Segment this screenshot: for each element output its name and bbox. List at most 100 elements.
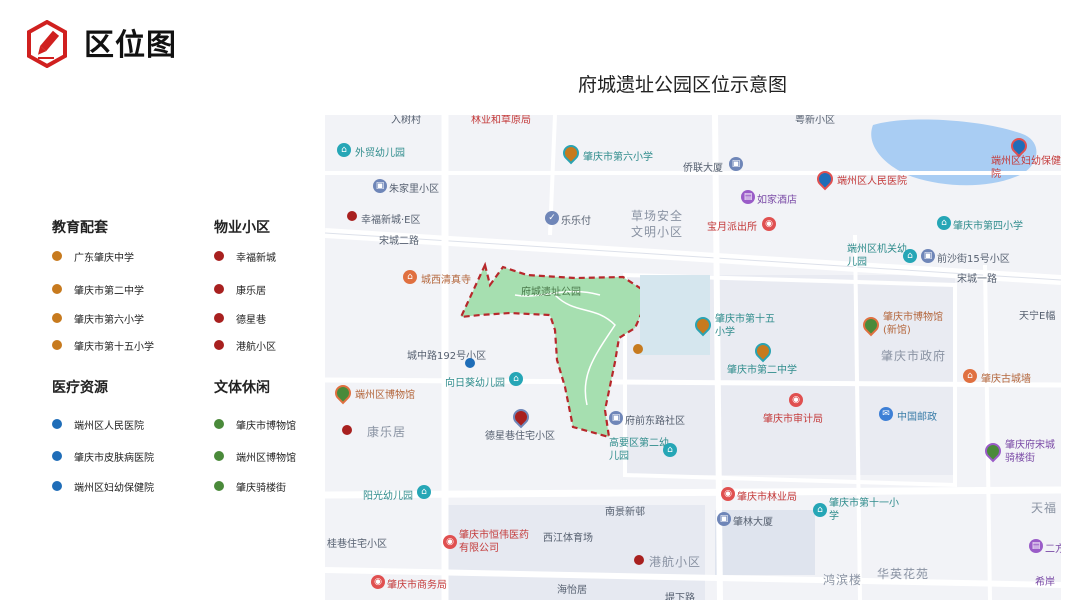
legend-dot bbox=[214, 251, 224, 261]
map-title: 府城遗址公园区位示意图 bbox=[578, 74, 788, 96]
legend: 教育配套 广东肇庆中学 肇庆市第二中学 肇庆市第六小学 肇庆市第十五小学 医疗资… bbox=[52, 215, 322, 505]
road-label: 堤下路 bbox=[665, 593, 695, 600]
road-label: 南景新邨 bbox=[605, 507, 645, 518]
legend-dot bbox=[214, 451, 224, 461]
poi-label[interactable]: 阳光幼儿园 bbox=[363, 491, 413, 502]
poi-label[interactable]: 外贸幼儿园 bbox=[355, 148, 405, 159]
property-marker bbox=[347, 211, 357, 221]
school-icon: ⌂ bbox=[813, 503, 827, 517]
legend-label: 幸福新城 bbox=[236, 252, 276, 264]
road bbox=[325, 486, 1061, 499]
area-label: 华英花苑 bbox=[877, 567, 930, 581]
hotel-icon: ▤ bbox=[741, 190, 755, 204]
poi-label[interactable]: 德星巷住宅小区 bbox=[485, 431, 555, 442]
road-label: 粤新小区 bbox=[795, 115, 835, 126]
poi-label[interactable]: 前沙街15号小区 bbox=[937, 254, 1010, 265]
legend-label: 肇庆市皮肤病医院 bbox=[74, 452, 154, 464]
legend-label: 端州区博物馆 bbox=[236, 452, 296, 464]
poi-label[interactable]: 二方 bbox=[1045, 544, 1061, 555]
area-label: 港航小区 bbox=[649, 555, 702, 569]
legend-label: 肇庆市第六小学 bbox=[74, 314, 144, 326]
legend-item: 肇庆市皮肤病医院 bbox=[52, 449, 154, 464]
park-boundary bbox=[459, 261, 645, 439]
legend-label: 肇庆市第二中学 bbox=[74, 285, 144, 297]
poi-label[interactable]: 肇庆市审计局 bbox=[763, 414, 823, 425]
poi-label[interactable]: 高要区第二幼儿园 bbox=[609, 438, 669, 462]
legend-dot bbox=[52, 313, 62, 323]
temple-icon: ⌂ bbox=[403, 270, 417, 284]
legend-label: 肇庆市第十五小学 bbox=[74, 341, 154, 353]
poi-label[interactable]: 端州区人民医院 bbox=[837, 176, 907, 187]
poi-label[interactable]: 肇庆府宋城骑楼街 bbox=[1005, 440, 1055, 464]
education-marker bbox=[633, 344, 643, 354]
road-label: 城中路192号小区 bbox=[407, 351, 487, 362]
poi-label[interactable]: 朱家里小区 bbox=[389, 184, 439, 195]
park-area bbox=[461, 265, 643, 437]
legend-item: 幸福新城 bbox=[214, 249, 276, 264]
pharma-icon: ◉ bbox=[443, 535, 457, 549]
area-label: 幸福新城·E区 bbox=[361, 215, 421, 226]
poi-label[interactable]: 肇庆市商务局 bbox=[387, 580, 447, 591]
pencil-hexagon-icon bbox=[27, 20, 67, 68]
legend-item: 端州区人民医院 bbox=[52, 417, 144, 432]
road bbox=[853, 234, 862, 600]
area-label: 西江体育场 bbox=[543, 533, 593, 544]
poi-label[interactable]: 肇庆市第十五小学 bbox=[715, 314, 775, 338]
poi-label[interactable]: 肇庆市第十一小学 bbox=[829, 498, 899, 522]
legend-label: 港航小区 bbox=[236, 341, 276, 353]
poi-label[interactable]: 肇庆市第六小学 bbox=[583, 152, 653, 163]
medical-marker bbox=[465, 358, 475, 368]
poi-label[interactable]: 中国邮政 bbox=[897, 412, 937, 423]
legend-label: 德星巷 bbox=[236, 314, 266, 326]
poi-label[interactable]: 肇庆市林业局 bbox=[737, 492, 797, 503]
legend-dot bbox=[214, 419, 224, 429]
map[interactable]: 草场安全 文明小区 肇庆市政府 西江体育场 康乐居 港航小区 华英花苑 鸿滨楼 … bbox=[325, 115, 1061, 600]
legend-item: 端州区妇幼保健院 bbox=[52, 479, 154, 494]
road-label: 宋城二路 bbox=[379, 236, 419, 247]
poi-label[interactable]: 肇庆市恒伟医药有限公司 bbox=[459, 530, 529, 554]
poi-label[interactable]: 端州区博物馆 bbox=[355, 390, 415, 401]
area-label: 肇庆市政府 bbox=[881, 349, 947, 363]
bureau-icon: ◉ bbox=[371, 575, 385, 589]
community-icon: ▣ bbox=[609, 411, 623, 425]
poi-label[interactable]: 乐乐付 bbox=[561, 216, 591, 227]
legend-dot bbox=[52, 419, 62, 429]
map-base bbox=[325, 115, 1061, 600]
poi-label[interactable]: 端州区机关幼儿园 bbox=[847, 244, 907, 268]
road bbox=[325, 567, 1061, 588]
road-label: 宋城一路 bbox=[957, 274, 997, 285]
residential-icon: ▣ bbox=[921, 249, 935, 263]
poi-label[interactable]: 肇庆市第四小学 bbox=[953, 221, 1023, 232]
residential-icon: ▣ bbox=[373, 179, 387, 193]
area-label: 康乐居 bbox=[367, 425, 407, 439]
poi-label[interactable]: 宝月派出所 bbox=[707, 222, 757, 233]
poi-label[interactable]: 端州区妇幼保健院 bbox=[991, 156, 1061, 180]
police-icon: ◉ bbox=[762, 217, 776, 231]
poi-label[interactable]: 肇庆古城墙 bbox=[981, 374, 1031, 385]
legend-label: 康乐居 bbox=[236, 285, 266, 297]
poi-label[interactable]: 府前东路社区 bbox=[625, 416, 685, 427]
poi-label[interactable]: 向日葵幼儿园 bbox=[445, 378, 505, 389]
legend-item: 广东肇庆中学 bbox=[52, 249, 134, 264]
poi-label[interactable]: 肇林大厦 bbox=[733, 517, 773, 528]
legend-heading-education: 教育配套 bbox=[52, 220, 108, 236]
road bbox=[325, 377, 1061, 388]
school-icon: ⌂ bbox=[337, 143, 351, 157]
poi-label[interactable]: 肇庆市博物馆(新馆) bbox=[883, 312, 943, 336]
legend-dot bbox=[52, 340, 62, 350]
wall-icon: ⌂ bbox=[963, 369, 977, 383]
building-icon: ▣ bbox=[729, 157, 743, 171]
school-icon: ⌂ bbox=[937, 216, 951, 230]
building-icon: ▣ bbox=[717, 512, 731, 526]
legend-label: 广东肇庆中学 bbox=[74, 252, 134, 264]
school-icon: ⌂ bbox=[903, 249, 917, 263]
poi-label[interactable]: 肇庆市第二中学 bbox=[727, 365, 797, 376]
poi-label[interactable]: 希岸 bbox=[1035, 577, 1055, 588]
legend-item: 端州区博物馆 bbox=[214, 449, 296, 464]
poi-label[interactable]: 城西清真寺 bbox=[421, 275, 471, 286]
poi-label[interactable]: 如家酒店 bbox=[757, 195, 797, 206]
legend-item: 德星巷 bbox=[214, 311, 266, 326]
poi-label[interactable]: 侨联大厦 bbox=[683, 163, 723, 174]
stadium bbox=[715, 510, 815, 575]
kindergarten-icon: ⌂ bbox=[663, 443, 677, 457]
